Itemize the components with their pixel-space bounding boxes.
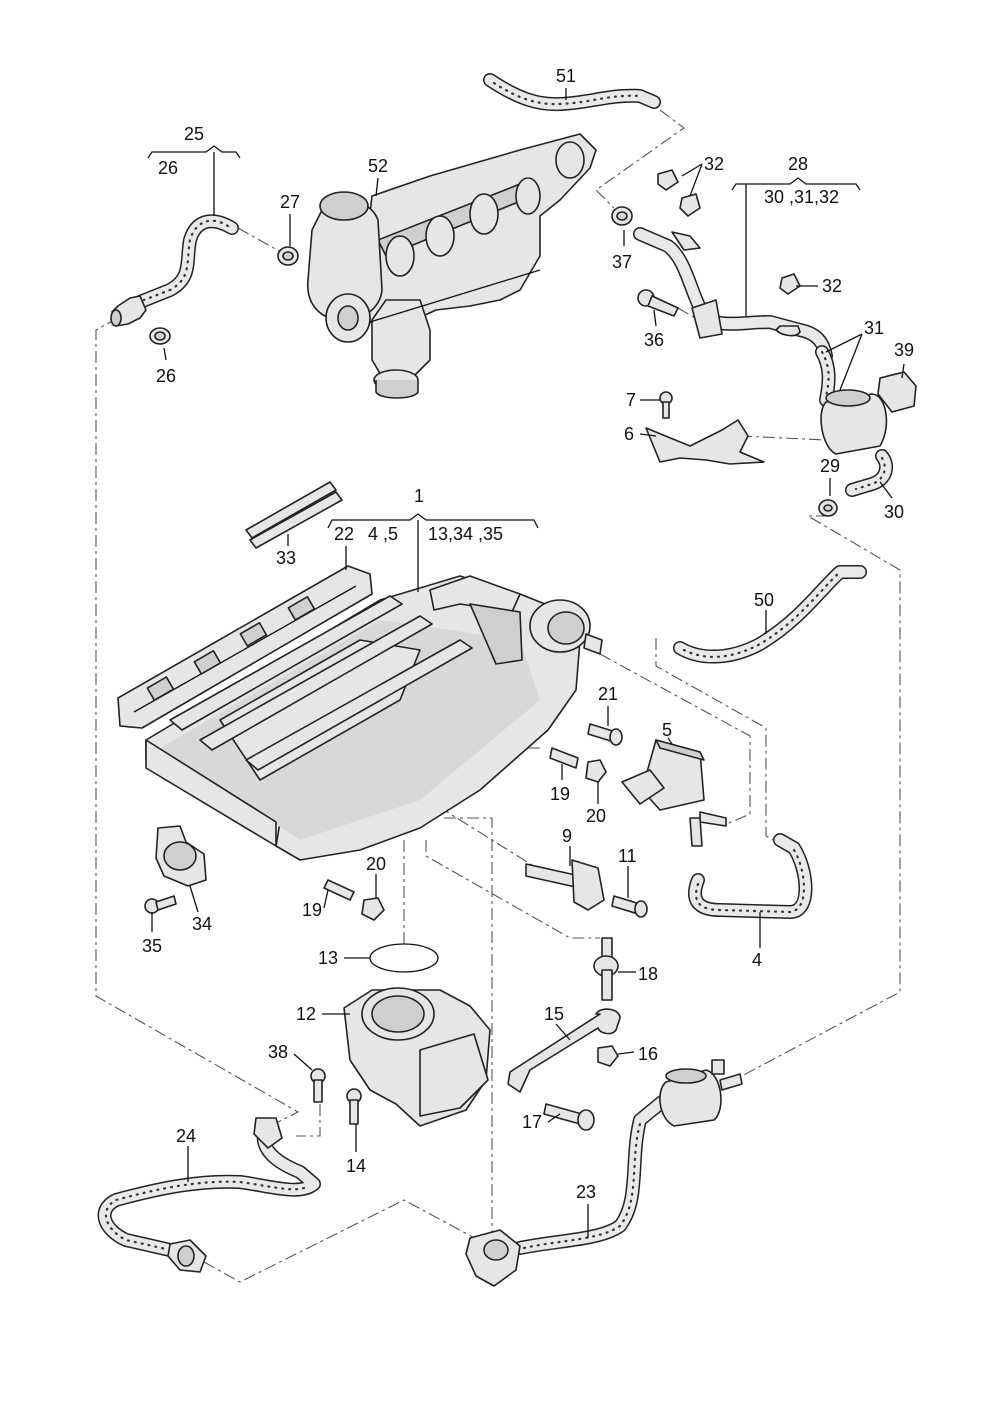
callout-32-lower: 32: [822, 276, 842, 296]
callout-34: 34: [192, 914, 212, 934]
clamp-27: [277, 246, 299, 266]
nut-20-upper: [585, 759, 607, 783]
clamp-26: [149, 327, 171, 345]
bolt-21: [587, 723, 623, 746]
callout-29: 29: [820, 456, 840, 476]
valve-39: [877, 371, 917, 413]
clamp-37: [611, 206, 633, 226]
callout-37: 37: [612, 252, 632, 272]
sensor-9: [525, 859, 605, 911]
callout-51: 51: [556, 66, 576, 86]
screw-35: [144, 895, 177, 914]
strip-33: [245, 481, 343, 549]
leader-lines: [147, 88, 905, 1238]
callout-6: 6: [624, 424, 634, 444]
callout-36: 36: [644, 330, 664, 350]
callout-25: 25: [184, 124, 204, 144]
sensor-34: [155, 825, 207, 887]
clamp-29: [818, 499, 838, 517]
callout-16: 16: [638, 1044, 658, 1064]
callout-39: 39: [894, 340, 914, 360]
callout-labels: 51 52 25 26 27 26 32 28 30 ,31,32 37 32 …: [142, 66, 914, 1202]
callout-26: 26: [156, 366, 176, 386]
screw-38: [310, 1068, 326, 1103]
callout-28-includes: 30 ,31,32: [764, 187, 839, 207]
callout-25-includes: 26: [158, 158, 178, 178]
callout-30: 30: [884, 502, 904, 522]
stud-18: [593, 937, 619, 1001]
callout-19-lower: 19: [302, 900, 322, 920]
bolt-11: [611, 895, 648, 918]
callout-32-top: 32: [704, 154, 724, 174]
callout-23: 23: [576, 1182, 596, 1202]
bolt-36: [637, 289, 679, 317]
bolt-17: [543, 1103, 595, 1131]
callout-50: 50: [754, 590, 774, 610]
callout-13: 13: [318, 948, 338, 968]
bracket-6: [645, 419, 765, 465]
solenoid-valve-5: [621, 739, 727, 847]
callout-28: 28: [788, 154, 808, 174]
callout-4: 4: [752, 950, 762, 970]
callout-12: 12: [296, 1004, 316, 1024]
o-ring-13: [369, 943, 439, 973]
callout-15: 15: [544, 1004, 564, 1024]
callout-35: 35: [142, 936, 162, 956]
callout-1: 1: [414, 486, 424, 506]
callout-9: 9: [562, 826, 572, 846]
gasket-22: [117, 565, 373, 729]
hose-25: [110, 214, 239, 327]
callout-1-includes-c: 13,34 ,35: [428, 524, 503, 544]
screw-7: [659, 391, 673, 419]
hose-4: [688, 833, 813, 919]
callout-11: 11: [618, 846, 637, 866]
callout-27: 27: [280, 192, 300, 212]
callout-19-upper: 19: [550, 784, 570, 804]
callout-1-includes-b: 4 ,5: [368, 524, 398, 544]
hose-23: [465, 1059, 743, 1287]
callout-7: 7: [626, 390, 636, 410]
callout-33: 33: [276, 548, 296, 568]
nut-16: [597, 1045, 619, 1067]
callout-1-includes-a: 22: [334, 524, 354, 544]
callout-31: 31: [864, 318, 884, 338]
hose-51: [483, 73, 661, 112]
callout-21: 21: [598, 684, 618, 704]
callout-18: 18: [638, 964, 658, 984]
callout-20-lower: 20: [366, 854, 386, 874]
clip-32: [657, 169, 801, 295]
nut-20-lower: [361, 897, 385, 921]
hose-50: [673, 565, 867, 664]
intake-manifold-1: [145, 575, 603, 861]
pipe-assembly-28: [633, 227, 894, 497]
callout-24: 24: [176, 1126, 196, 1146]
callout-38: 38: [268, 1042, 288, 1062]
bolt-14: [346, 1088, 362, 1125]
callout-20-upper: 20: [586, 806, 606, 826]
hose-24: [97, 1117, 321, 1273]
turbocharger-manifold-52: [306, 133, 597, 399]
callout-52: 52: [368, 156, 388, 176]
callout-5: 5: [662, 720, 672, 740]
stud-19-upper: [549, 747, 579, 769]
stay-15: [507, 1008, 621, 1093]
throttle-body-12: [343, 987, 491, 1127]
callout-14: 14: [346, 1156, 366, 1176]
callout-17: 17: [522, 1112, 542, 1132]
stud-19-lower: [323, 879, 355, 901]
